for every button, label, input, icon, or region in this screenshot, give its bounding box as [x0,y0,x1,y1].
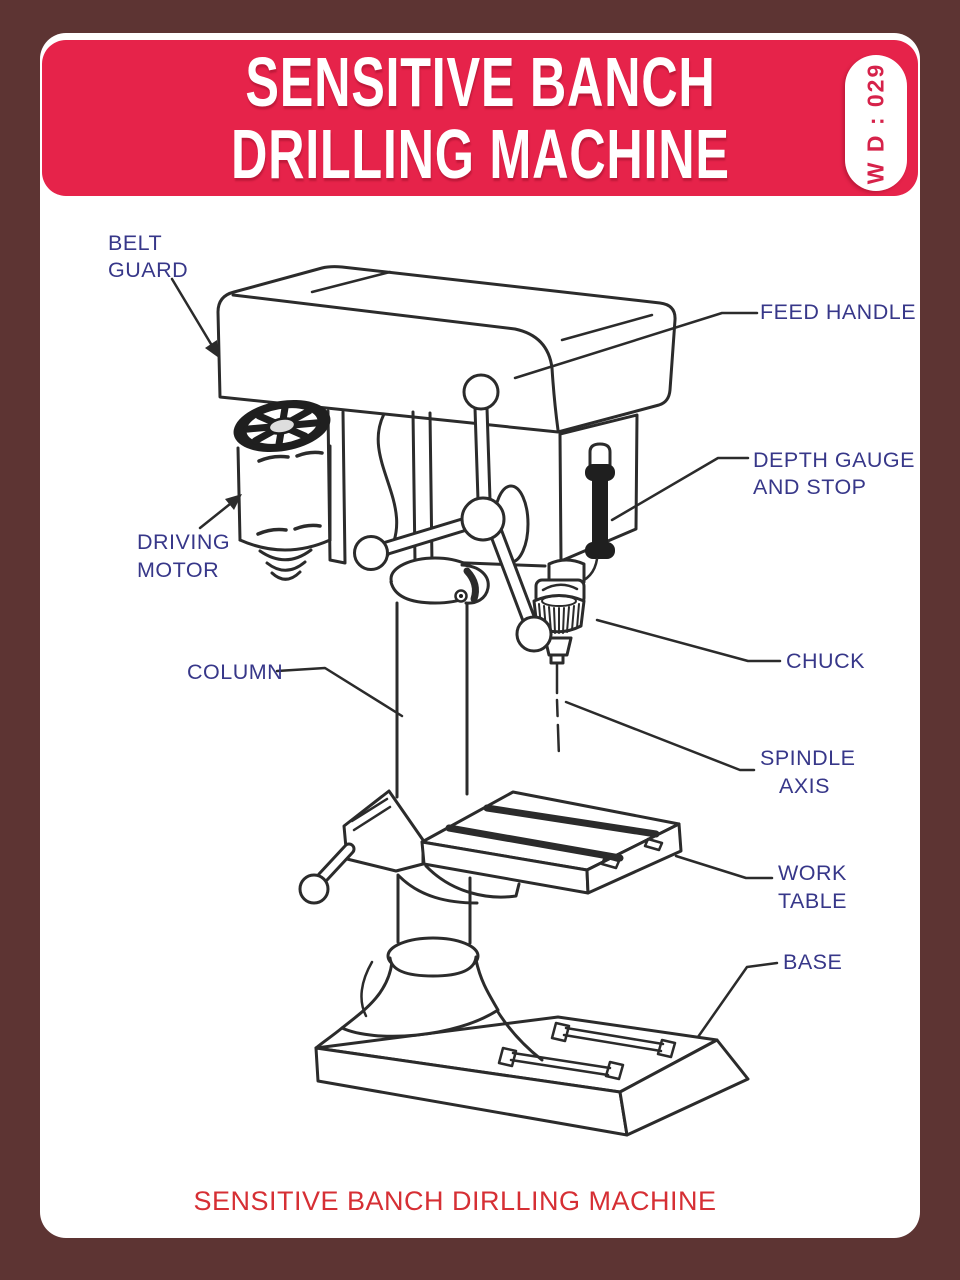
page-title-line1: SENSITIVE BANCH [244,43,716,121]
pedestal [314,936,544,1062]
belt-guard-housing [216,265,677,434]
table-clamp [298,789,425,905]
label-feed-handle: FEED HANDLE [760,300,916,324]
work-table-leader [674,854,774,880]
label-driving-motor-1: DRIVING [137,530,230,554]
feed-handle-hub [460,496,506,542]
pulley-wheel [233,399,331,453]
label-work-table-2: TABLE [778,889,847,913]
label-depth-gauge-1: DEPTH GAUGE [753,448,915,472]
label-chuck: CHUCK [786,649,865,673]
belt-guard-arrowhead [205,340,219,358]
driving-motor-leader [198,502,232,530]
column-leader [275,666,404,718]
label-base: BASE [783,950,842,974]
label-column: COLUMN [187,660,283,684]
label-driving-motor-2: MOTOR [137,558,219,582]
clamp-handle-ball [298,873,330,905]
code-badge: W D : 029 [845,55,907,191]
chuck-leader [595,618,782,663]
driving-motor-arrowhead [225,494,242,510]
label-work-table-1: WORK [778,861,847,885]
belt-guard-leader [170,277,213,346]
part-labels: BELT GUARD FEED HANDLE DEPTH GAUGE AND S… [108,231,916,974]
table-t-slots [445,804,660,862]
base [314,1015,750,1137]
label-belt-guard-2: GUARD [108,258,188,282]
page-title-line2: DRILLING MACHINE [230,115,730,193]
base-leader [696,961,779,1039]
label-spindle-axis-1: SPINDLE [760,746,856,770]
feed-handle [353,373,553,653]
feed-handle-ball-top [462,373,500,411]
label-depth-gauge-2: AND STOP [753,475,867,499]
driving-motor [236,444,332,581]
column [395,601,472,945]
depth-gauge-leader [610,456,750,522]
label-spindle-axis-2: AXIS [779,774,830,798]
column-collar [389,556,490,605]
chuck [532,558,586,759]
spindle-axis-line [555,698,561,759]
work-table [397,790,683,905]
spindle-axis-leader [564,700,756,772]
feed-handle-ball-left [353,535,389,571]
feed-handle-leader [513,311,759,380]
leader-lines [170,277,782,1039]
title-banner: SENSITIVE BANCH DRILLING MACHINE W D : 0… [42,40,918,196]
footer-caption: SENSITIVE BANCH DIRLLING MACHINE [193,1186,717,1216]
label-belt-guard-1: BELT [108,231,162,255]
feed-handle-ball-bottom [515,615,553,653]
base-t-slots [497,1021,677,1081]
depth-gauge-rod [572,442,615,587]
